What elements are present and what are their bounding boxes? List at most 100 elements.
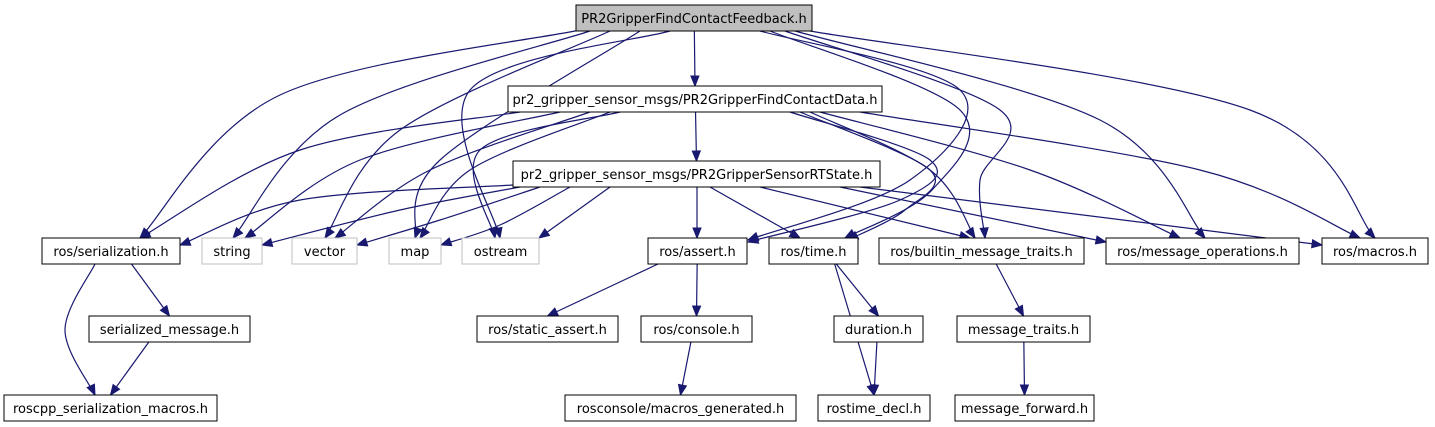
node-box[interactable] — [3, 394, 218, 422]
edge-root-to-fcd — [690, 30, 700, 88]
node-label: ros/time.h — [781, 245, 847, 260]
node-box[interactable] — [647, 237, 748, 265]
arrowhead-icon — [159, 304, 171, 318]
node-label: ros/serialization.h — [53, 245, 168, 260]
node-label: roscpp_serialization_macros.h — [13, 402, 208, 417]
edge-rts-to-ostream — [537, 186, 611, 239]
arrowhead-icon — [260, 237, 274, 247]
node-box[interactable] — [640, 315, 753, 343]
arrowhead-icon — [86, 383, 96, 397]
node-box[interactable] — [954, 394, 1095, 422]
edge-fcd-to-map — [419, 111, 611, 240]
node-rcsm[interactable]: roscpp_serialization_macros.h — [3, 394, 218, 422]
edge-line — [419, 111, 611, 239]
node-box[interactable] — [41, 237, 181, 265]
node-box[interactable] — [88, 315, 251, 343]
edge-fcd-to-rts — [691, 111, 702, 163]
edge-root-to-vector — [324, 30, 611, 240]
arrowhead-icon — [355, 237, 369, 247]
node-label: map — [401, 245, 430, 260]
node-label: ros/message_operations.h — [1117, 245, 1288, 260]
node-macros[interactable]: ros/macros.h — [1321, 237, 1429, 265]
node-rtdecl[interactable]: rostime_decl.h — [817, 394, 931, 422]
node-box[interactable] — [461, 237, 540, 265]
edge-rts-to-vector — [355, 186, 541, 247]
edge-line — [784, 30, 1012, 239]
edge-line — [139, 111, 521, 239]
edge-bmt-to-mtraits — [995, 263, 1025, 318]
edge-line — [414, 30, 641, 239]
node-box[interactable] — [1105, 237, 1300, 265]
node-assert[interactable]: ros/assert.h — [647, 237, 748, 265]
arrowhead-icon — [537, 228, 551, 239]
edge-line — [244, 111, 561, 239]
node-box[interactable] — [201, 237, 263, 265]
node-bmt[interactable]: ros/builtin_message_traits.h — [878, 237, 1085, 265]
node-box[interactable] — [956, 315, 1091, 343]
node-box[interactable] — [1321, 237, 1429, 265]
edge-fcd-to-macros — [859, 111, 1362, 239]
node-label: ros/macros.h — [1333, 245, 1417, 260]
node-label: ros/console.h — [653, 323, 739, 338]
node-fcd[interactable]: pr2_gripper_sensor_msgs/PR2GripperFindCo… — [507, 85, 883, 113]
node-box[interactable] — [817, 394, 931, 422]
node-box[interactable] — [833, 315, 924, 343]
arrowhead-icon — [439, 237, 453, 247]
node-box[interactable] — [476, 315, 619, 343]
node-layer: PR2GripperFindContactFeedback.h pr2_gripp… — [3, 4, 1429, 422]
edge-line — [261, 186, 521, 246]
node-ostream[interactable]: ostream — [461, 237, 540, 265]
edge-line — [139, 29, 581, 239]
node-box[interactable] — [291, 237, 358, 265]
edge-line — [709, 186, 801, 239]
arrowhead-icon — [232, 226, 244, 240]
arrowhead-icon — [243, 228, 257, 239]
node-label: message_traits.h — [968, 323, 1079, 338]
edge-ser-to-rcsm — [64, 263, 96, 397]
node-box[interactable] — [575, 4, 813, 32]
edge-line — [819, 111, 1181, 239]
node-box[interactable] — [507, 85, 883, 113]
edge-rts-to-map — [439, 186, 571, 247]
node-duration[interactable]: duration.h — [833, 315, 924, 343]
node-box[interactable] — [878, 237, 1085, 265]
edge-ser-to-sermsg — [130, 263, 171, 318]
edge-line — [794, 30, 1206, 239]
edge-line — [130, 263, 170, 317]
node-mtraits[interactable]: message_traits.h — [956, 315, 1091, 343]
node-mfwd[interactable]: message_forward.h — [954, 394, 1095, 422]
arrowhead-icon — [1168, 229, 1182, 239]
node-map[interactable]: map — [388, 237, 442, 265]
arrowhead-icon — [690, 75, 700, 88]
arrowhead-icon — [138, 228, 152, 239]
node-box[interactable] — [564, 394, 797, 422]
arrowhead-icon — [691, 305, 702, 318]
node-vector[interactable]: vector — [291, 237, 358, 265]
node-box[interactable] — [388, 237, 442, 265]
edge-line — [356, 186, 541, 246]
node-root[interactable]: PR2GripperFindContactFeedback.h — [575, 4, 813, 32]
node-box[interactable] — [512, 160, 881, 188]
node-console[interactable]: ros/console.h — [640, 315, 753, 343]
edge-root-to-bmt — [784, 30, 1012, 240]
edge-time-to-duration — [835, 263, 880, 318]
edge-line — [835, 263, 879, 317]
node-label: pr2_gripper_sensor_msgs/PR2GripperFindCo… — [513, 93, 878, 108]
node-ser[interactable]: ros/serialization.h — [41, 237, 181, 265]
node-rts[interactable]: pr2_gripper_sensor_msgs/PR2GripperSensor… — [512, 160, 881, 188]
node-mops[interactable]: ros/message_operations.h — [1105, 237, 1300, 265]
node-box[interactable] — [768, 237, 859, 265]
node-sermsg[interactable]: serialized_message.h — [88, 315, 251, 343]
edge-line — [547, 263, 659, 317]
arrowhead-icon — [1194, 227, 1206, 240]
arrowhead-icon — [1014, 304, 1025, 318]
node-string[interactable]: string — [201, 237, 263, 265]
node-time[interactable]: ros/time.h — [768, 237, 859, 265]
edge-root-to-ostream — [461, 30, 671, 240]
node-sassert[interactable]: ros/static_assert.h — [476, 315, 619, 343]
node-label: serialized_message.h — [100, 323, 239, 338]
arrowhead-icon — [178, 236, 192, 246]
node-rcmg[interactable]: rosconsole/macros_generated.h — [564, 394, 797, 422]
edge-line — [538, 186, 611, 239]
edge-root-to-map — [413, 30, 641, 240]
